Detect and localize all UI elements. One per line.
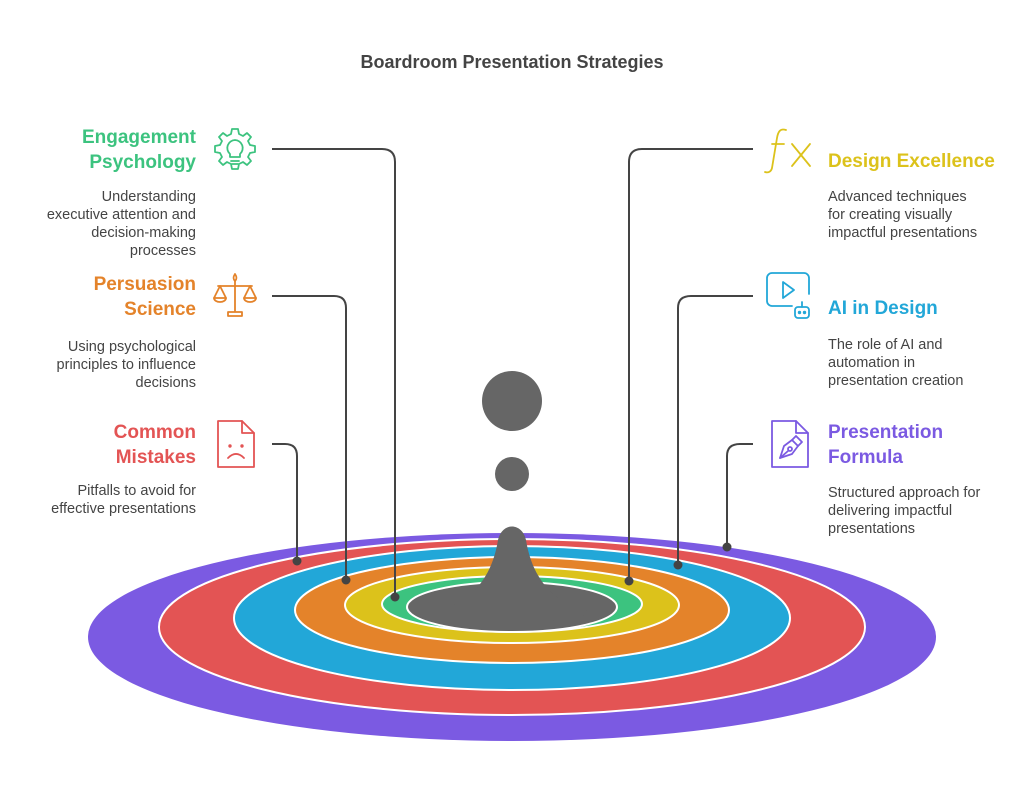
mistakes-title-line1: Common [113,422,196,443]
design-desc-line3: impactful presentations [828,225,978,241]
video-bot-icon [766,272,810,319]
ai-desc-line2: automation in [828,355,916,371]
engagement-title-line2: Psychology [89,152,196,173]
connector-dot-engagement [390,592,400,602]
persuasion-desc-line1: Using psychological [67,339,196,355]
design-title: Design Excellence [828,149,1018,174]
ai-desc-line3: presentation creation [828,373,964,389]
connector-engagement [272,148,396,597]
engagement-desc-line1: Understanding [101,189,196,205]
design-title-line1: Design Excellence [828,151,995,172]
page-title: Boardroom Presentation Strategies [360,52,664,72]
droplet-small [495,457,529,491]
mistakes-desc-line2: effective presentations [51,501,196,517]
engagement-title-line1: Engagement [81,127,196,148]
engagement-desc-line2: executive attention and [46,207,196,223]
connector-persuasion [272,295,347,580]
connector-design [628,148,753,581]
sad-document-icon [217,420,255,468]
engagement-desc-line3: decision-making [91,225,196,241]
persuasion-description: Using psychological principles to influe… [20,338,196,392]
persuasion-desc-line3: decisions [135,375,196,391]
formula-desc-line3: presentations [828,521,916,537]
connector-dot-formula [722,542,732,552]
engagement-title: Engagement Psychology [40,125,196,175]
connector-dot-mistakes [292,556,302,566]
mistakes-title-line2: Mistakes [115,447,196,468]
connector-ai [677,295,753,565]
design-description: Advanced techniques for creating visuall… [828,188,1018,242]
formula-title: Presentation Formula [828,420,1018,470]
formula-title-line1: Presentation [828,422,944,443]
mistakes-desc-line1: Pitfalls to avoid for [77,483,196,499]
mistakes-description: Pitfalls to avoid for effective presenta… [20,482,196,518]
ai-description: The role of AI and automation in present… [828,336,1018,390]
formula-desc-line2: delivering impactful [828,503,953,519]
persuasion-title-line1: Persuasion [93,274,196,295]
connector-formula [726,443,753,547]
scales-icon [213,273,257,317]
formula-title-line2: Formula [828,447,903,468]
formula-description: Structured approach for delivering impac… [828,484,1018,538]
formula-desc-line1: Structured approach for [828,485,981,501]
mistakes-title: Common Mistakes [40,420,196,470]
droplet-large [482,371,542,431]
design-desc-line2: for creating visually [828,207,953,223]
design-desc-line1: Advanced techniques [828,189,967,205]
connector-mistakes [272,443,298,561]
lightbulb-gear-icon [214,128,256,170]
function-icon [764,128,811,174]
pen-document-icon [771,420,809,468]
persuasion-desc-line2: principles to influence [56,357,196,373]
ai-desc-line1: The role of AI and [828,337,943,353]
connector-dot-ai [673,560,683,570]
persuasion-title-line2: Science [124,299,196,320]
engagement-description: Understanding executive attention and de… [20,188,196,260]
connector-dot-design [624,576,634,586]
ai-title: AI in Design [828,296,1018,321]
connector-dot-persuasion [341,575,351,585]
splash-peak [430,526,594,623]
engagement-desc-line4: processes [129,243,196,259]
ai-title-line1: AI in Design [828,298,938,319]
persuasion-title: Persuasion Science [40,272,196,322]
